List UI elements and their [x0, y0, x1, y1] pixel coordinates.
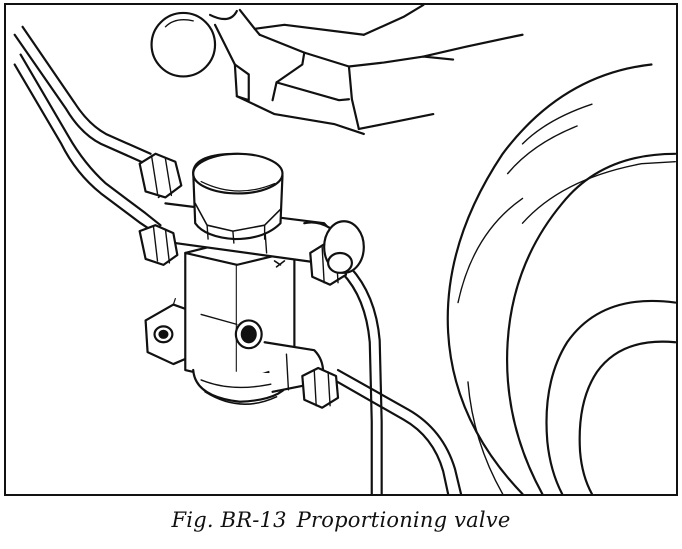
- figure-label: Fig. BR-13: [171, 508, 287, 532]
- mounting-ear-icon: [172, 298, 176, 306]
- brake-line-right-icon: [340, 265, 383, 494]
- figure-caption: Fig. BR-13 Proportioning valve: [0, 508, 682, 532]
- flare-nut-icon: [138, 152, 365, 409]
- proportioning-valve-icon: [144, 152, 351, 405]
- figure-title: Proportioning valve: [296, 508, 511, 532]
- proportioning-valve-illustration: [13, 5, 676, 494]
- brake-line-lower-icon: [332, 368, 463, 494]
- brake-drum-icon: [446, 63, 676, 494]
- bracket-icon: [150, 5, 524, 136]
- brake-line-icon: [13, 25, 162, 235]
- figure-frame: [4, 3, 678, 496]
